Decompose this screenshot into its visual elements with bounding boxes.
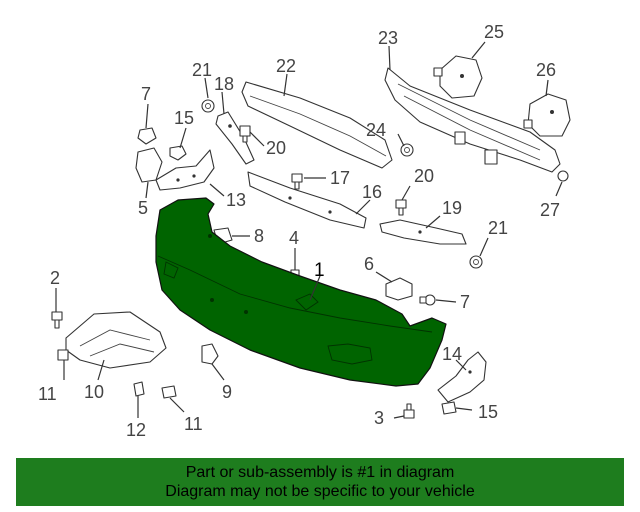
- retainer-7-upper: [137, 127, 157, 145]
- info-banner: Part or sub-assembly is #1 in diagram Di…: [16, 458, 624, 506]
- bolt-20-lower: [395, 199, 407, 216]
- mount-bracket-upper: [433, 55, 483, 99]
- callout-2: 2: [50, 268, 60, 288]
- bracket-9: [201, 343, 219, 365]
- banner-line-2: Diagram may not be specific to your vehi…: [165, 483, 475, 500]
- callout-13: 13: [226, 190, 246, 210]
- reinforcement-bar: [384, 67, 569, 182]
- bracket-13: [155, 149, 215, 191]
- banner-line-1: Part or sub-assembly is #1 in diagram: [185, 464, 455, 481]
- callout-7-lower: 7: [460, 292, 470, 312]
- callout-16: 16: [362, 182, 382, 202]
- callout-1: 1: [314, 260, 325, 281]
- side-bracket-18: [215, 111, 255, 165]
- bracket-5: [135, 147, 163, 183]
- callout-14: 14: [442, 344, 462, 364]
- callout-3: 3: [374, 408, 384, 428]
- callout-11-left: 11: [38, 384, 57, 404]
- callout-18: 18: [214, 74, 234, 94]
- bolt-20-upper: [239, 125, 251, 143]
- callout-24: 24: [366, 120, 386, 140]
- fastener-11-right: [161, 385, 177, 399]
- callout-25: 25: [484, 22, 504, 42]
- callout-labels: 1 2 3 4 5 6 7 7 8 9 10 11 11 12 13 14 15…: [38, 22, 560, 440]
- nut-21-upper: [201, 99, 215, 113]
- callout-6: 6: [364, 254, 374, 274]
- nut-21-lower: [469, 255, 483, 269]
- clip-15-lower: [441, 401, 457, 415]
- under-shield: [65, 311, 167, 369]
- callout-12: 12: [126, 420, 146, 440]
- callout-26: 26: [536, 60, 556, 80]
- callout-20-lower: 20: [414, 166, 434, 186]
- bolt-3: [403, 403, 415, 419]
- callout-20-upper: 20: [266, 138, 286, 158]
- callout-9: 9: [222, 382, 232, 402]
- clip-15-upper: [169, 145, 187, 161]
- bracket-14: [437, 351, 487, 403]
- callout-27: 27: [540, 200, 560, 220]
- fastener-17: [291, 173, 303, 190]
- nut-24: [400, 143, 414, 157]
- callout-15-lower: 15: [478, 402, 498, 422]
- bracket-6: [385, 277, 413, 301]
- bumper-bracket-16: [247, 171, 367, 229]
- fastener-11-left: [57, 349, 69, 361]
- bracket-19: [379, 219, 467, 245]
- bumper-cover-shape: [155, 197, 447, 387]
- callout-19: 19: [442, 198, 462, 218]
- fastener-7-lower: [419, 294, 436, 306]
- callout-5: 5: [138, 198, 148, 218]
- callout-11-right: 11: [184, 414, 203, 434]
- energy-absorber: [241, 81, 393, 169]
- callout-4: 4: [289, 228, 299, 248]
- callout-10: 10: [84, 382, 104, 402]
- parts-diagram: 1 2 3 4 5 6 7 7 8 9 10 11 11 12 13 14 15…: [38, 22, 571, 440]
- callout-8: 8: [254, 226, 264, 246]
- callout-15-upper: 15: [174, 108, 194, 128]
- clip-12: [133, 381, 145, 397]
- bolt-2: [51, 311, 63, 329]
- callout-17: 17: [330, 168, 350, 188]
- callout-21-lower: 21: [488, 218, 508, 238]
- bumper-cover: [155, 197, 447, 387]
- callout-7-upper: 7: [141, 84, 151, 104]
- callout-21-upper: 21: [192, 60, 212, 80]
- leader-lines: [55, 41, 563, 419]
- callout-23: 23: [378, 28, 398, 48]
- callout-22: 22: [276, 56, 296, 76]
- mount-bracket-right: [523, 93, 571, 137]
